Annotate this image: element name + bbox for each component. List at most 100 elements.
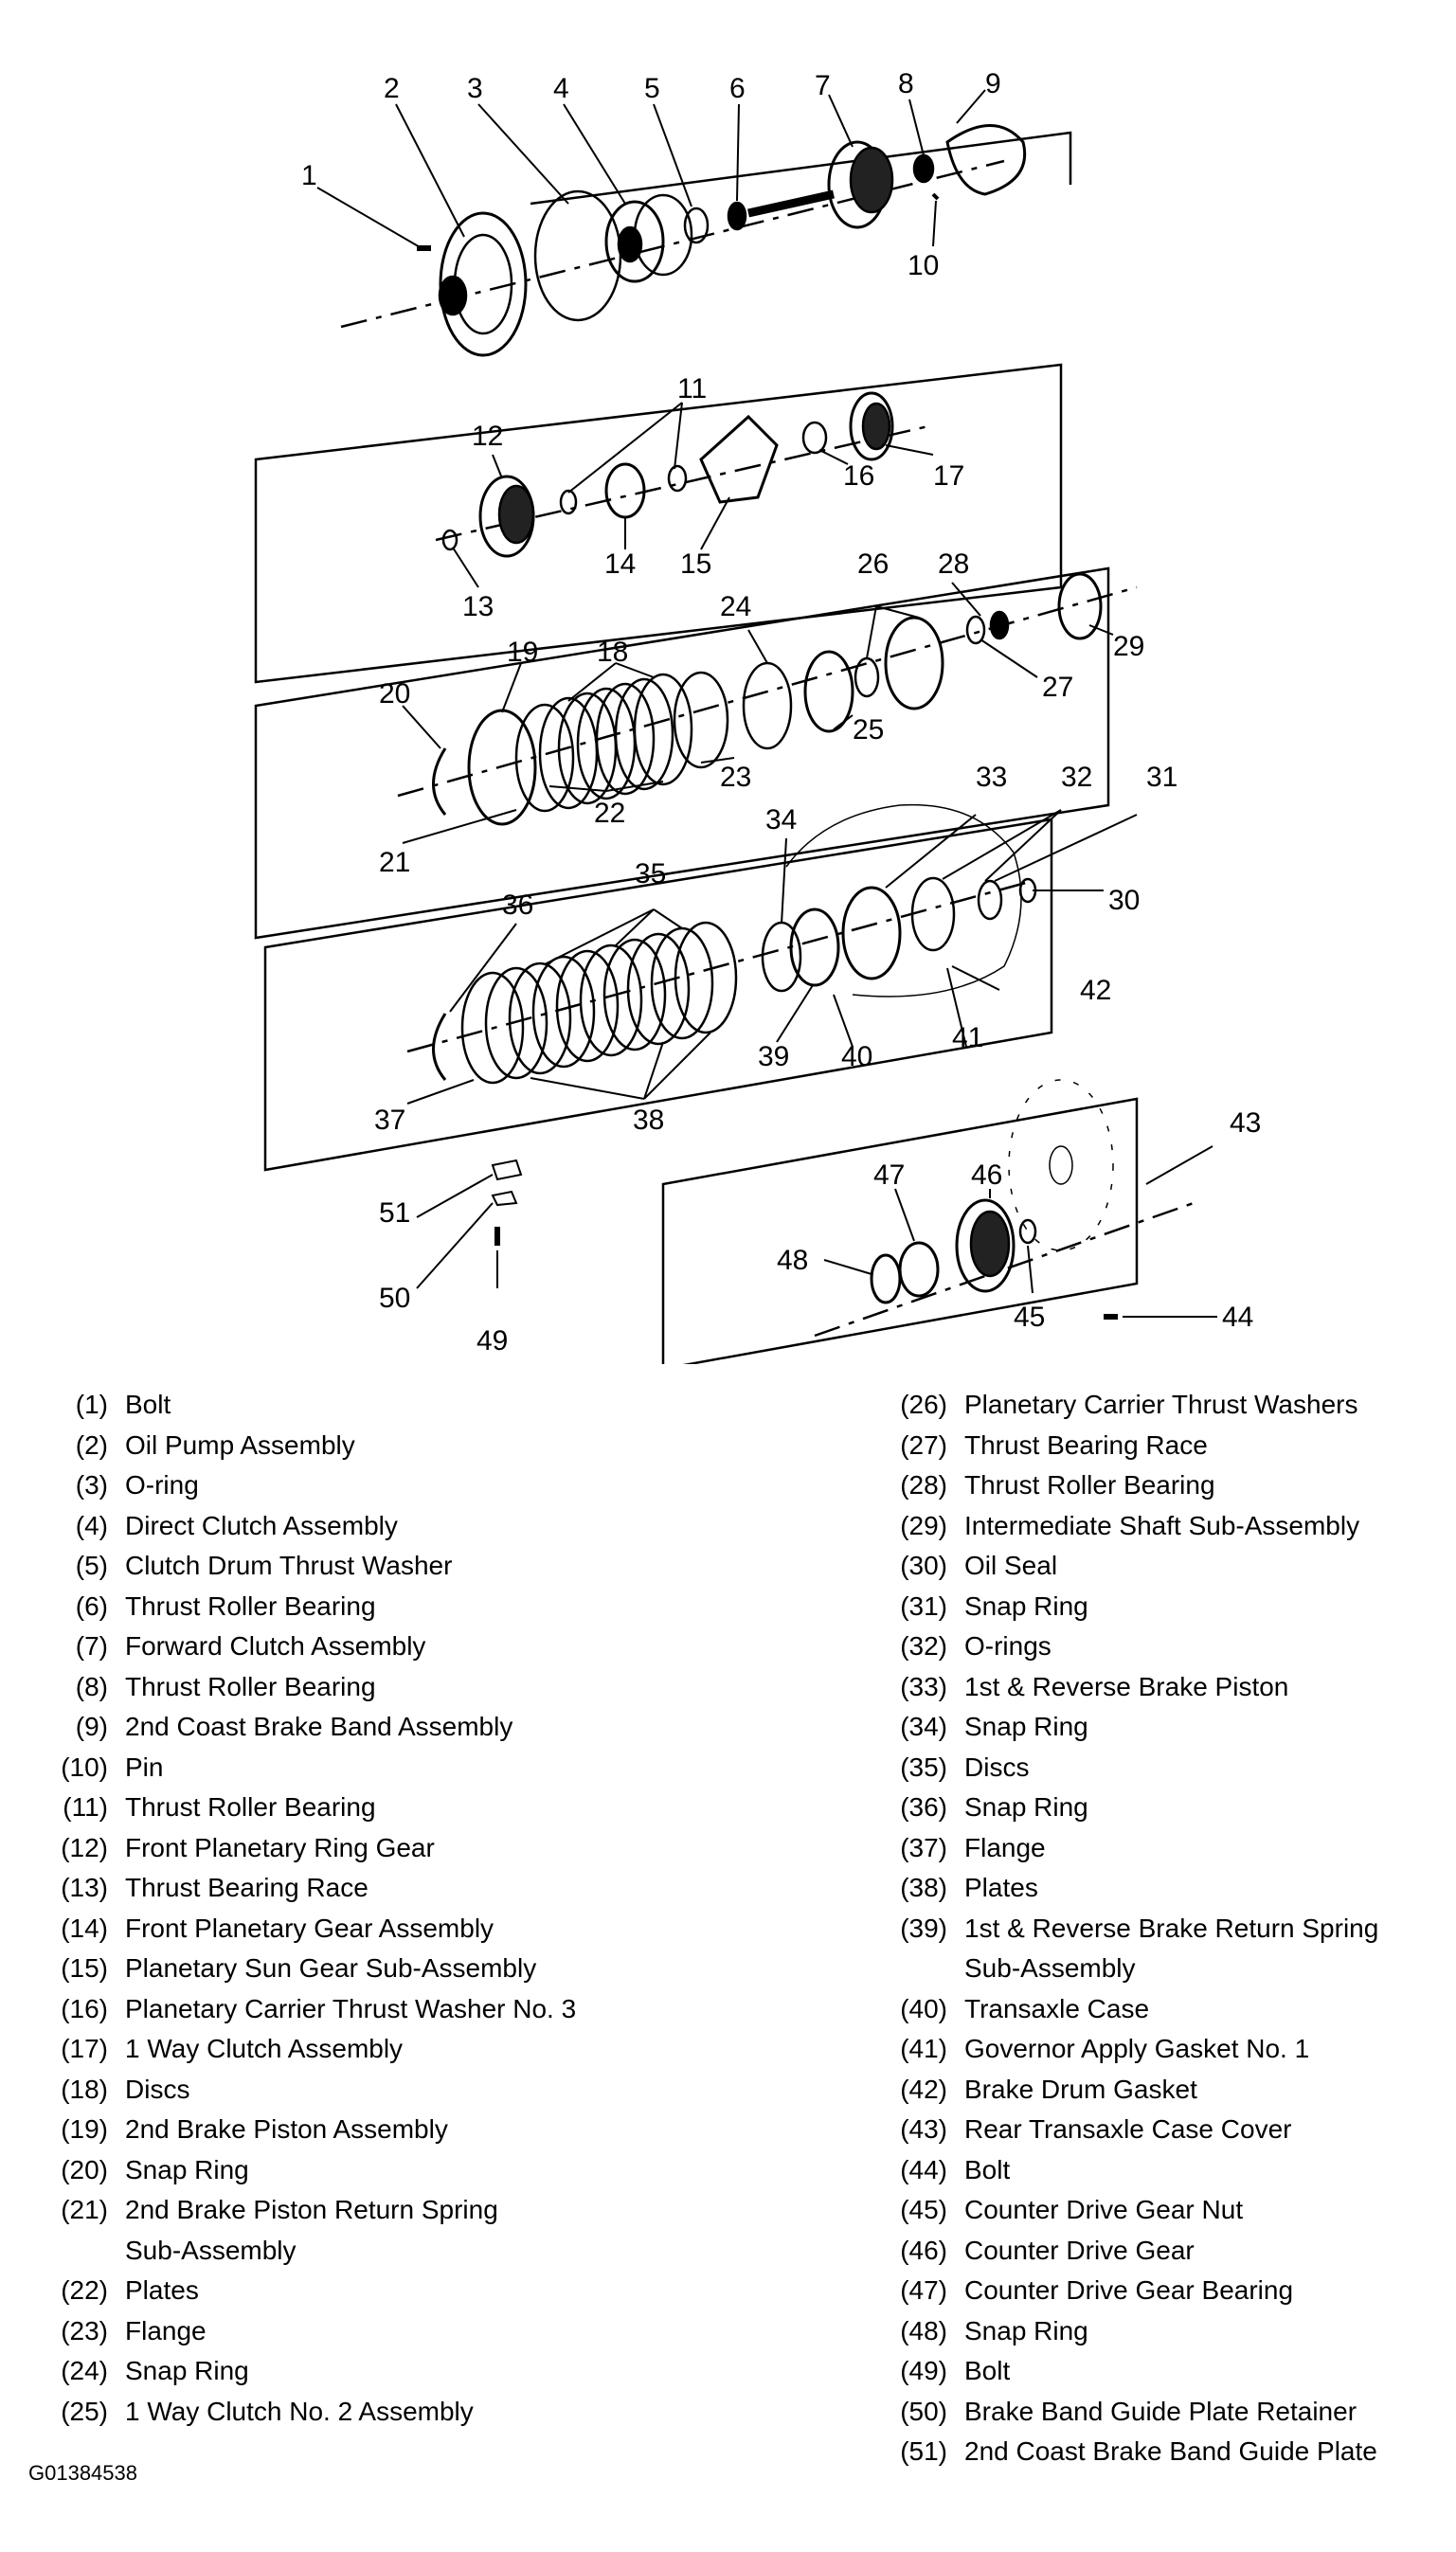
callout-14: 14 — [604, 548, 636, 580]
legend-item-number: (35) — [900, 1752, 947, 1782]
callout-38: 38 — [633, 1105, 664, 1136]
rear-transaxle-case-cover — [1008, 1079, 1114, 1251]
callout-3: 3 — [467, 73, 483, 104]
legend-item: (14)Front Planetary Gear Assembly — [28, 1909, 576, 1950]
legend-item-number: (31) — [900, 1591, 947, 1621]
legend-item: (22)Plates — [28, 2271, 576, 2311]
legend-item-name: Snap Ring — [964, 1792, 1088, 1822]
legend-item-name: Bolt — [964, 2356, 1011, 2385]
legend-item-number: (32) — [900, 1631, 947, 1661]
legend-item-name: 2nd Brake Piston Assembly — [125, 2114, 448, 2144]
callout-39: 39 — [758, 1041, 789, 1072]
legend-item-name: Governor Apply Gasket No. 1 — [964, 2034, 1310, 2063]
brake-band-assembly — [945, 124, 1027, 196]
callout-11: 11 — [677, 373, 707, 404]
legend-item: (46)Counter Drive Gear — [862, 2231, 1378, 2272]
legend-item: (12)Front Planetary Ring Gear — [28, 1828, 576, 1869]
legend-item-name: O-rings — [964, 1631, 1052, 1661]
callout-50: 50 — [379, 1283, 410, 1314]
snap-ring-20 — [432, 747, 447, 816]
legend-item: (50)Brake Band Guide Plate Retainer — [862, 2392, 1378, 2433]
legend-item-name: Transaxle Case — [964, 1993, 1150, 2023]
legend-item-name: Bolt — [964, 2154, 1011, 2184]
legend-item-name: Rear Transaxle Case Cover — [964, 2114, 1292, 2144]
legend-item-number: (21) — [61, 2195, 108, 2224]
callout-44: 44 — [1222, 1302, 1253, 1333]
legend-item-name: Thrust Roller Bearing — [964, 1470, 1215, 1500]
legend-item-number: (36) — [900, 1792, 947, 1822]
return-spring-39 — [789, 908, 840, 987]
legend-item-number: (24) — [61, 2356, 108, 2385]
legend-item: (8)Thrust Roller Bearing — [28, 1667, 576, 1708]
legend-item-name: Intermediate Shaft Sub-Assembly — [964, 1510, 1360, 1540]
legend-item-number: (7) — [75, 1631, 108, 1661]
clutch-drum-thrust-washer — [683, 207, 710, 244]
legend-item-number: (49) — [900, 2356, 947, 2385]
legend-item-name: Thrust Roller Bearing — [125, 1591, 376, 1621]
legend-item-number: (10) — [61, 1752, 108, 1782]
callout-24: 24 — [720, 591, 751, 622]
legend-item-name: Thrust Bearing Race — [125, 1873, 368, 1902]
legend-item: (9)2nd Coast Brake Band Assembly — [28, 1707, 576, 1748]
legend-item: (37)Flange — [862, 1828, 1378, 1869]
thrust-roller-bearing-8 — [912, 153, 935, 184]
legend-item: (38)Plates — [862, 1868, 1378, 1909]
panel-row-2 — [254, 363, 1063, 684]
input-shaft — [747, 189, 835, 218]
legend-item-name: Planetary Carrier Thrust Washers — [964, 1390, 1358, 1419]
oil-pump-assembly — [438, 211, 528, 357]
legend-item-number: (8) — [75, 1671, 108, 1701]
snap-ring-48 — [870, 1253, 902, 1304]
forward-clutch-assembly — [827, 140, 894, 229]
legend-item: (36) Snap Ring — [862, 1788, 1378, 1828]
legend-item-number: (12) — [61, 1832, 108, 1862]
legend-item-name: Counter Drive Gear Bearing — [964, 2275, 1294, 2305]
callout-37: 37 — [374, 1105, 405, 1136]
legend-item-name: Snap Ring — [125, 2154, 249, 2184]
callout-21: 21 — [379, 847, 410, 878]
parts-legend-left: (1)Bolt(2)Oil Pump Assembly(3)O-ring(4)D… — [28, 1385, 576, 2432]
callout-33: 33 — [976, 762, 1007, 793]
callout-19: 19 — [507, 637, 538, 668]
callout-31: 31 — [1146, 762, 1177, 793]
callout-labels: 1 2 3 4 5 6 7 8 9 10 11 12 13 14 15 16 1… — [301, 68, 1261, 1357]
guide-plate-parts — [491, 1159, 523, 1246]
legend-item: (21) 2nd Brake Piston Return Spring Sub-A… — [28, 2190, 576, 2271]
legend-item-name: 1 Way Clutch Assembly — [125, 2034, 404, 2063]
axis-row-4 — [406, 879, 1034, 1053]
legend-item: (2)Oil Pump Assembly — [28, 1426, 576, 1466]
callout-42: 42 — [1080, 975, 1111, 1006]
exploded-view-diagram: 1 2 3 4 5 6 7 8 9 10 11 12 13 14 15 16 1… — [254, 68, 1261, 1364]
axis-row-2 — [435, 424, 929, 542]
legend-item: (47)Counter Drive Gear Bearing — [862, 2271, 1378, 2311]
first-reverse-brake-piston — [841, 886, 902, 980]
legend-item-number: (29) — [900, 1510, 947, 1540]
thrust-roller-bearing-11a — [559, 489, 578, 515]
legend-item-number: (9) — [75, 1712, 108, 1741]
legend-item: (41)Governor Apply Gasket No. 1 — [862, 2029, 1378, 2070]
legend-item-number: (4) — [75, 1510, 108, 1540]
thrust-roller-bearing-11b — [667, 464, 688, 493]
leader-lines — [316, 89, 1217, 1318]
thrust-bearing-race-27 — [965, 615, 986, 645]
callout-9: 9 — [985, 68, 1001, 99]
legend-item: (32) O-rings — [862, 1626, 1378, 1667]
callout-49: 49 — [476, 1325, 508, 1357]
legend-item-name: Flange — [964, 1832, 1046, 1862]
callout-51: 51 — [379, 1197, 410, 1229]
legend-item: (45)Counter Drive Gear Nut — [862, 2190, 1378, 2231]
panel-row-3 — [254, 566, 1110, 940]
legend-item-name: 2nd Brake Piston Return Spring Sub-Assem… — [125, 2195, 498, 2265]
legend-item-number: (28) — [900, 1470, 947, 1500]
legend-item-name: Discs — [964, 1752, 1030, 1782]
callout-22: 22 — [594, 798, 625, 829]
callout-25: 25 — [853, 714, 884, 746]
legend-item-name: Flange — [125, 2315, 207, 2345]
legend-item-name: Forward Clutch Assembly — [125, 1631, 426, 1661]
transaxle-case-outline — [785, 803, 1022, 997]
callout-10: 10 — [908, 250, 939, 281]
snap-ring-36 — [432, 1013, 447, 1081]
direct-clutch-assembly — [604, 193, 693, 283]
legend-item-number: (33) — [900, 1671, 947, 1701]
legend-item-name: 1 Way Clutch No. 2 Assembly — [125, 2396, 474, 2426]
